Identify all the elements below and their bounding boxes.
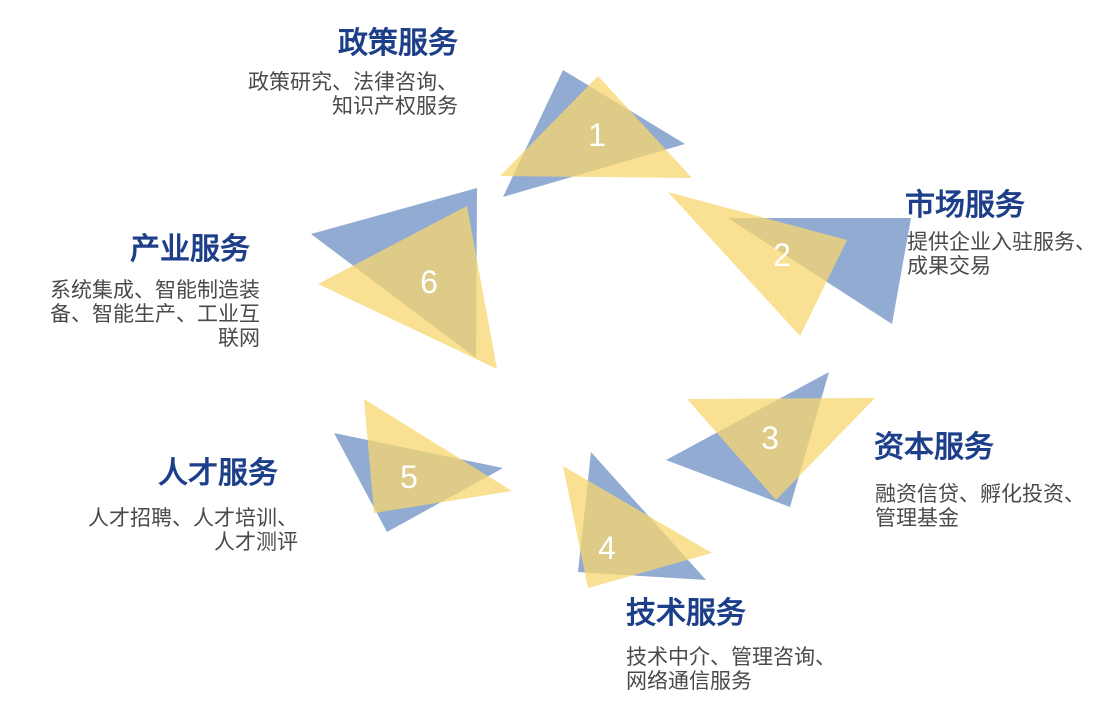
node-2-number: 2 [773, 237, 791, 273]
node-1: 1 [500, 70, 692, 197]
node-5-yellow-triangle [364, 399, 512, 513]
node-6-number: 6 [420, 264, 438, 300]
technology-services-description: 技术中介、管理咨询、 网络通信服务 [626, 645, 836, 693]
talent-services-title: 人才服务 [158, 456, 278, 491]
node-2: 2 [668, 192, 911, 336]
node-3: 3 [666, 372, 875, 507]
market-services-description: 提供企业入驻服务、 成果交易 [907, 230, 1096, 278]
node-4-number: 4 [598, 530, 616, 566]
node-1-yellow-triangle [500, 76, 692, 178]
node-3-number: 3 [761, 420, 779, 456]
policy-services-title: 政策服务 [338, 26, 458, 61]
node-6-yellow-triangle [318, 206, 497, 369]
node-4-yellow-triangle [563, 466, 712, 588]
technology-services-title: 技术服务 [626, 596, 746, 631]
node-1-number: 1 [588, 117, 606, 153]
market-services-title: 市场服务 [905, 188, 1025, 223]
industry-services-description: 系统集成、智能制造装 备、智能生产、工业互 联网 [50, 278, 260, 350]
talent-services-description: 人才招聘、人才培训、 人才测评 [88, 506, 298, 554]
capital-services-title: 资本服务 [874, 430, 994, 465]
node-3-yellow-triangle [687, 398, 875, 500]
node-6: 6 [311, 188, 497, 369]
node-5: 5 [334, 399, 512, 532]
node-2-yellow-triangle [668, 192, 847, 336]
capital-services-description: 融资信贷、孵化投资、 管理基金 [875, 482, 1085, 530]
industry-services-title: 产业服务 [130, 232, 250, 267]
node-4: 4 [563, 452, 712, 588]
node-5-number: 5 [400, 459, 418, 495]
policy-services-description: 政策研究、法律咨询、 知识产权服务 [248, 70, 458, 118]
